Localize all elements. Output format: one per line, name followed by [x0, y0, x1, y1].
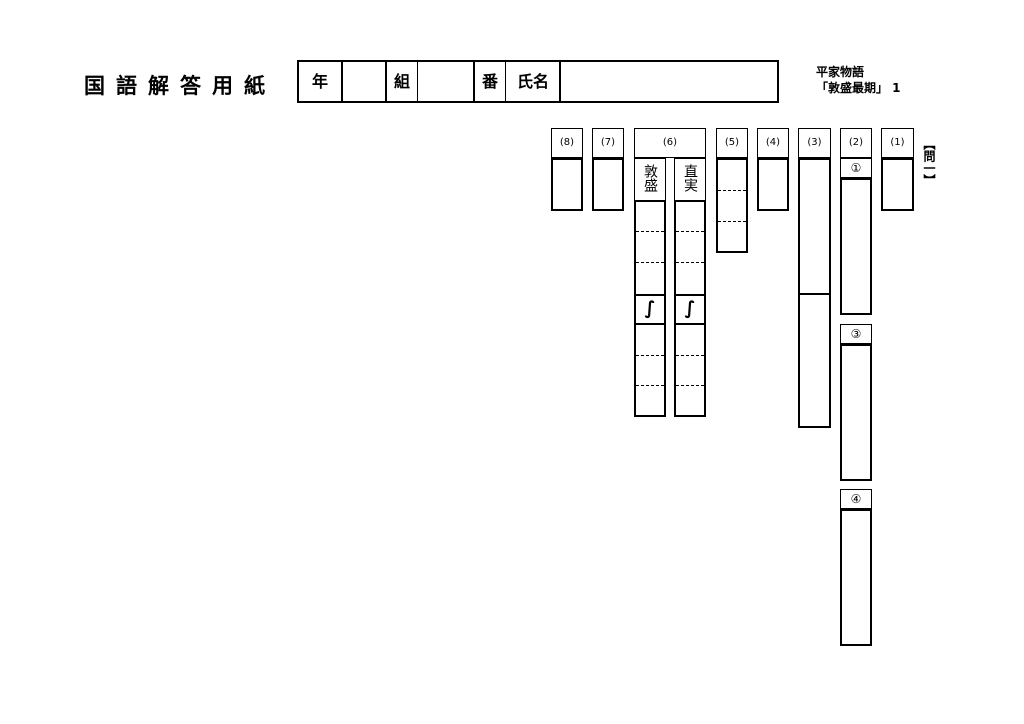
divider — [636, 323, 664, 325]
question-marker: 【問一】 — [922, 138, 936, 186]
divider — [505, 62, 506, 101]
dashed-line — [636, 355, 664, 356]
dashed-line — [636, 262, 664, 263]
q2-sub3-label: ③ — [840, 324, 872, 344]
chapter-title: 「敦盛最期」 1 — [816, 81, 901, 95]
q6-naozane-label: 直実 — [682, 164, 698, 192]
q7-answer-box[interactable] — [592, 158, 624, 211]
divider — [385, 62, 387, 101]
q6-naozane-answer[interactable] — [674, 200, 706, 417]
name-label: 氏名 — [516, 72, 549, 91]
text-info: 平家物語 「敦盛最期」 1 — [816, 64, 901, 96]
q2-sub4-answer[interactable] — [840, 509, 872, 646]
range-mark: ∫ — [644, 298, 656, 319]
dashed-line — [676, 355, 704, 356]
q1-header: (1) — [881, 128, 914, 158]
divider — [473, 62, 475, 101]
divider — [676, 294, 704, 296]
divider — [341, 62, 343, 101]
class-label: 組 — [393, 72, 410, 91]
q3-header: (3) — [798, 128, 831, 158]
q2-sub1-answer[interactable] — [840, 178, 872, 315]
q8-header: (8) — [551, 128, 583, 158]
q6-atsumori-label: 敦盛 — [642, 164, 658, 192]
number-label: 番 — [481, 72, 498, 91]
year-label: 年 — [311, 72, 328, 91]
q2-sub1-label: ① — [840, 158, 872, 178]
q2-sub3-answer[interactable] — [840, 344, 872, 481]
divider — [636, 294, 664, 296]
divider — [417, 62, 418, 101]
dashed-line — [676, 385, 704, 386]
q2-header: (2) — [840, 128, 872, 158]
q4-header: (4) — [757, 128, 789, 158]
dashed-line — [676, 262, 704, 263]
dashed-line — [636, 385, 664, 386]
dashed-line — [718, 221, 746, 222]
divider — [559, 62, 561, 101]
dashed-line — [676, 231, 704, 232]
divider — [800, 293, 829, 295]
range-mark: ∫ — [684, 298, 696, 319]
q6-atsumori-answer[interactable] — [634, 200, 666, 417]
q5-answer-box[interactable] — [716, 158, 748, 253]
q7-header: (7) — [592, 128, 624, 158]
q2-sub4-label: ④ — [840, 489, 872, 509]
q6-header: (6) — [634, 128, 706, 158]
dashed-line — [636, 231, 664, 232]
q4-answer-box[interactable] — [757, 158, 789, 211]
page-title: 国語解答用紙 — [84, 74, 276, 98]
student-info-row: 年 組 番 氏名 — [297, 60, 779, 103]
dashed-line — [718, 190, 746, 191]
subject-title: 平家物語 — [816, 65, 865, 79]
q1-answer-box[interactable] — [881, 158, 914, 211]
divider — [676, 323, 704, 325]
q8-answer-box[interactable] — [551, 158, 583, 211]
q5-header: (5) — [716, 128, 748, 158]
